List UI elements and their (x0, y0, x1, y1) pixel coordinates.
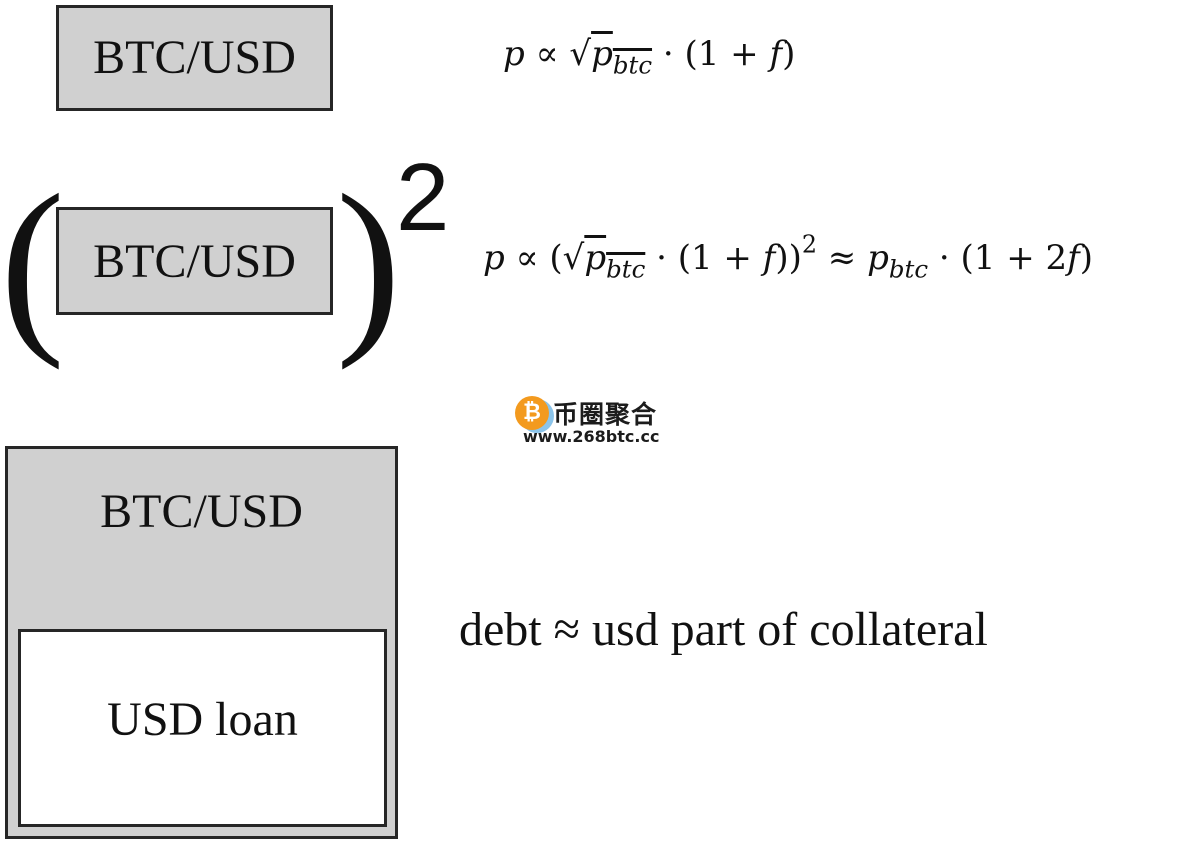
bitcoin-logo-icon: ₿ (515, 396, 549, 430)
watermark-brand: 币圈聚合 (553, 400, 658, 429)
btc-usd-label-2: BTC/USD (93, 235, 296, 288)
watermark: ₿ 币圈聚合 www.268btc.cc (513, 394, 688, 454)
watermark-url: www.268btc.cc (523, 427, 660, 446)
collateral-box: BTC/USD USD loan (5, 446, 398, 839)
usd-loan-label: USD loan (107, 693, 298, 746)
open-parenthesis: ( (0, 155, 65, 371)
formula-sqrt: p ∝ √pbtc · (1 + f) (503, 34, 796, 80)
close-parenthesis: ) (336, 155, 401, 371)
btc-usd-box-1: BTC/USD (56, 5, 333, 111)
formula-squared: p ∝ (√pbtc · (1 + f))2 ≈ pbtc · (1 + 2f) (483, 230, 1093, 284)
btc-usd-box-2: BTC/USD (56, 207, 333, 315)
debt-caption: debt ≈ usd part of collateral (459, 603, 988, 656)
btc-usd-label-1: BTC/USD (93, 31, 296, 84)
squared-exponent: 2 (396, 144, 450, 251)
collateral-label: BTC/USD (100, 485, 303, 538)
usd-loan-box: USD loan (18, 629, 387, 827)
